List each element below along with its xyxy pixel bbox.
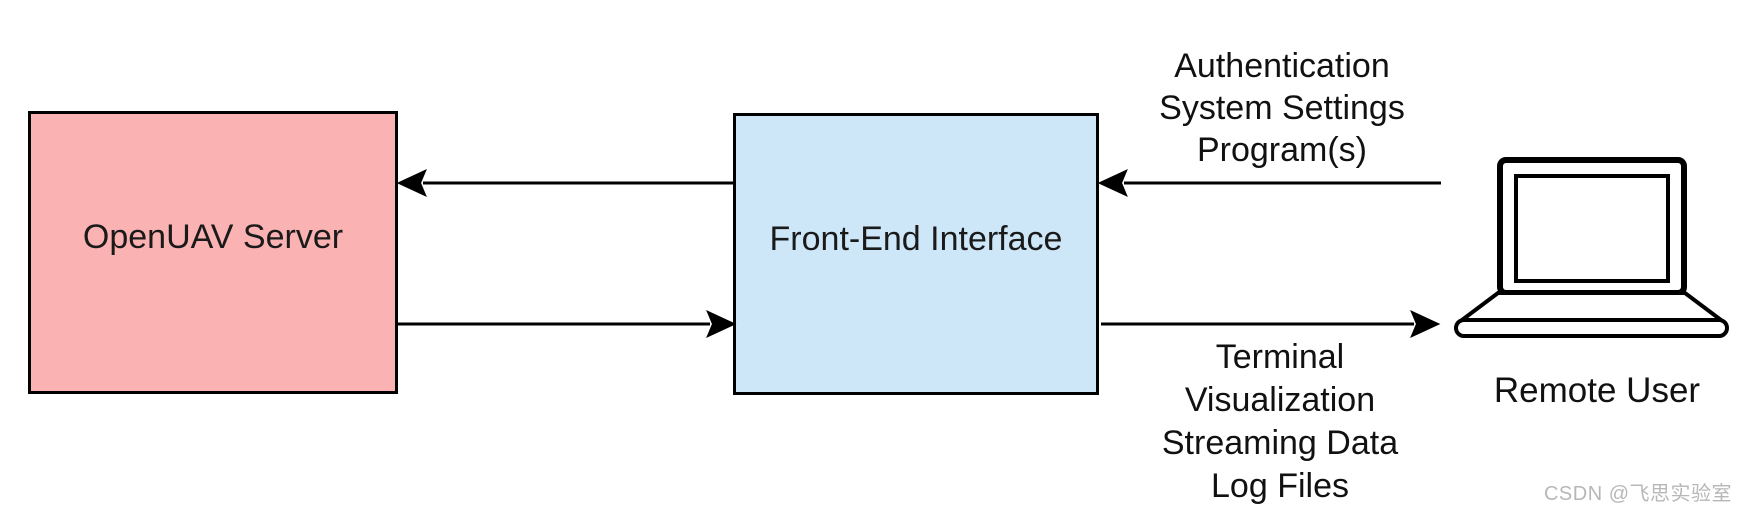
edge-frontend-to-server <box>396 169 734 197</box>
annotation-line: Log Files <box>1211 467 1349 505</box>
node-label-server: OpenUAV Server <box>82 218 344 256</box>
edge-remote-user-to-frontend <box>1097 169 1441 197</box>
edge-frontend-to-remote-user <box>1101 310 1441 338</box>
node-front-end-interface: Front-End Interface <box>733 113 1099 395</box>
laptop-icon <box>1454 157 1729 338</box>
annotation-response: Terminal Visualization Streaming Data Lo… <box>1070 336 1490 508</box>
node-openuav-server: OpenUAV Server <box>28 111 398 394</box>
annotation-line: Visualization <box>1184 381 1376 419</box>
annotation-line: System Settings <box>1159 89 1405 127</box>
watermark: CSDN @飞思实验室 <box>1543 483 1732 505</box>
annotation-line: Streaming Data <box>1161 424 1399 462</box>
edge-server-to-frontend <box>397 310 737 338</box>
annotation-line: Authentication <box>1174 47 1390 85</box>
node-label-frontend: Front-End Interface <box>769 219 1063 258</box>
annotation-line: Terminal <box>1215 338 1345 376</box>
annotation-line: Program(s) <box>1196 131 1368 169</box>
remote-user-label: Remote User <box>1493 371 1701 410</box>
annotation-request: Authentication System Settings Program(s… <box>1072 45 1492 171</box>
